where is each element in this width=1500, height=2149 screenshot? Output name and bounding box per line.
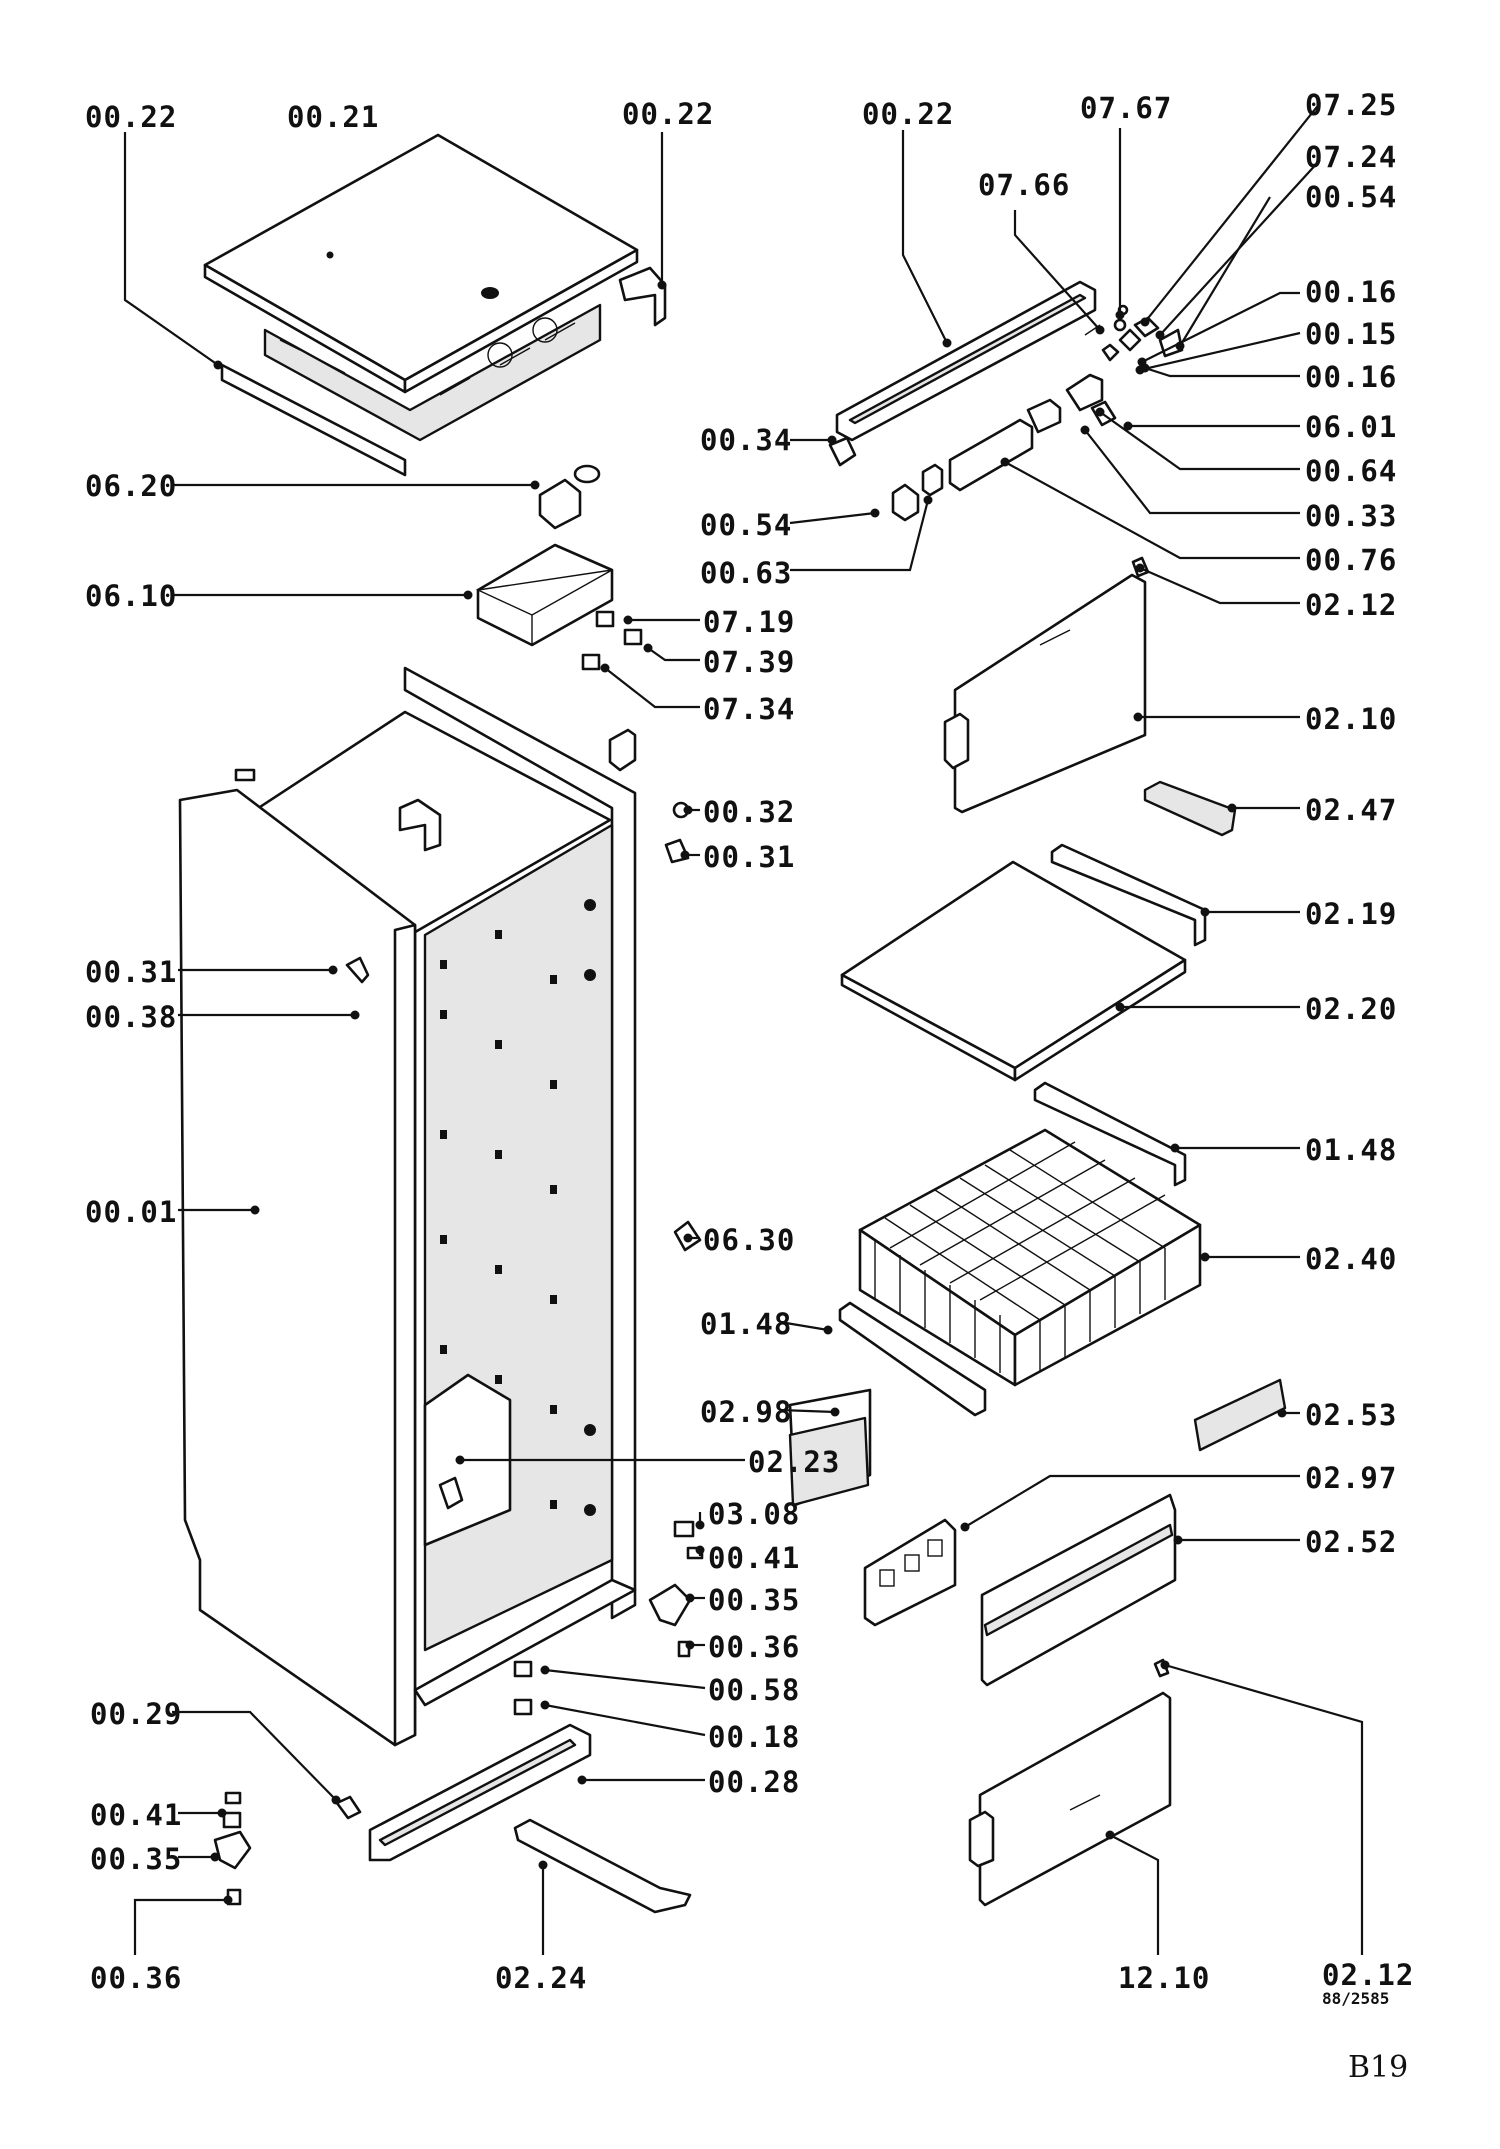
leader-lines xyxy=(123,102,1364,1955)
label-02-52: 02.52 xyxy=(1305,1525,1397,1559)
left-hinge-parts xyxy=(345,956,370,984)
flap-02-53 xyxy=(1193,1378,1287,1452)
label-07-66: 07.66 xyxy=(978,168,1070,202)
label-00-31-left: 00.31 xyxy=(85,955,177,989)
label-06-10: 06.10 xyxy=(85,579,177,613)
label-00-32: 00.32 xyxy=(703,795,795,829)
label-07-67: 07.67 xyxy=(1080,91,1172,125)
cover-side-rail-00-22-left xyxy=(220,363,407,477)
hinge-bottom-left-00-35 xyxy=(213,1791,252,1906)
label-02-47: 02.47 xyxy=(1305,793,1397,827)
label-00-28: 00.28 xyxy=(708,1765,800,1799)
label-06-20: 06.20 xyxy=(85,469,177,503)
control-panel-block xyxy=(263,303,602,442)
label-02-40: 02.40 xyxy=(1305,1242,1397,1276)
switch-parts-07 xyxy=(581,610,643,671)
top-cover-00-21 xyxy=(203,133,639,394)
callout-labels: 00.22 00.21 00.22 00.22 07.67 07.25 07.6… xyxy=(85,88,1414,2085)
label-00-22-left: 00.22 xyxy=(85,100,177,134)
shelf-rail-02-19 xyxy=(1050,843,1207,947)
label-00-54-top: 00.54 xyxy=(1305,180,1397,214)
label-00-15: 00.15 xyxy=(1305,317,1397,351)
label-00-58: 00.58 xyxy=(708,1673,800,1707)
label-00-22-mid: 00.22 xyxy=(622,97,714,131)
label-06-01: 06.01 xyxy=(1305,410,1397,444)
label-06-30: 06.30 xyxy=(703,1223,795,1257)
label-00-64: 00.64 xyxy=(1305,454,1397,488)
label-00-01: 00.01 xyxy=(85,1195,177,1229)
label-01-48-top: 01.48 xyxy=(1305,1133,1397,1167)
label-00-76: 00.76 xyxy=(1305,543,1397,577)
label-07-25: 07.25 xyxy=(1305,88,1397,122)
hinge-block-02-97 xyxy=(863,1518,957,1627)
label-07-19: 07.19 xyxy=(703,605,795,639)
label-02-24: 02.24 xyxy=(495,1961,587,1995)
wire-basket-02-40 xyxy=(858,1128,1202,1387)
label-02-23: 02.23 xyxy=(748,1445,840,1479)
basket-rail-01-48-bottom xyxy=(838,1301,987,1417)
label-00-21: 00.21 xyxy=(287,100,379,134)
control-strip-00-22 xyxy=(828,280,1097,467)
drawing-stamp: 88/2585 xyxy=(1322,1989,1389,2008)
label-02-19: 02.19 xyxy=(1305,897,1397,931)
label-01-48-bottom: 01.48 xyxy=(700,1307,792,1341)
label-00-31-right: 00.31 xyxy=(703,840,795,874)
label-00-18: 00.18 xyxy=(708,1720,800,1754)
basket-rail-01-48-top xyxy=(1033,1081,1187,1187)
label-00-34: 00.34 xyxy=(700,423,792,457)
label-02-97: 02.97 xyxy=(1305,1461,1397,1495)
label-00-36-left: 00.36 xyxy=(90,1961,182,1995)
hinge-bottom-mid-00-35 xyxy=(513,1520,704,1716)
cover-plate-02-98 xyxy=(788,1416,870,1507)
label-02-12-bottom: 02.12 xyxy=(1322,1958,1414,1992)
label-00-63: 00.63 xyxy=(700,556,792,590)
label-00-16-a: 00.16 xyxy=(1305,275,1397,309)
label-00-41-left: 00.41 xyxy=(90,1798,182,1832)
foot-00-29 xyxy=(335,1795,362,1820)
label-12-10: 12.10 xyxy=(1118,1961,1210,1995)
label-00-16-b: 00.16 xyxy=(1305,360,1397,394)
top-hinge-bracket xyxy=(234,728,637,852)
glass-shelf-02-20 xyxy=(840,860,1187,1082)
door-handle-02-47 xyxy=(1143,780,1237,837)
plinth-rail-00-28 xyxy=(368,1723,592,1862)
label-00-33: 00.33 xyxy=(1305,499,1397,533)
page-code: B19 xyxy=(1348,2050,1408,2085)
label-02-20: 02.20 xyxy=(1305,992,1397,1026)
label-00-29: 00.29 xyxy=(90,1697,182,1731)
lamp-socket-06-20 xyxy=(538,464,601,530)
label-00-41-right: 00.41 xyxy=(708,1541,800,1575)
label-07-24: 07.24 xyxy=(1305,140,1397,174)
label-07-39: 07.39 xyxy=(703,645,795,679)
label-02-10: 02.10 xyxy=(1305,702,1397,736)
label-00-22-right: 00.22 xyxy=(862,97,954,131)
label-00-54-mid: 00.54 xyxy=(700,508,792,542)
label-00-38: 00.38 xyxy=(85,1000,177,1034)
label-02-12-top: 02.12 xyxy=(1305,588,1397,622)
bottom-rail-02-24 xyxy=(513,1818,692,1914)
leader-dots xyxy=(210,280,1287,1905)
label-07-34: 07.34 xyxy=(703,692,795,726)
label-00-35-left: 00.35 xyxy=(90,1842,182,1876)
label-02-53: 02.53 xyxy=(1305,1398,1397,1432)
strip-components xyxy=(891,304,1184,522)
freezer-door-02-10 xyxy=(943,556,1150,814)
label-00-35-right: 00.35 xyxy=(708,1583,800,1617)
label-03-08: 03.08 xyxy=(708,1497,800,1531)
label-00-36-right: 00.36 xyxy=(708,1630,800,1664)
thermostat-housing-06-10 xyxy=(475,543,614,647)
cover-end-bracket-00-22-mid xyxy=(618,266,667,327)
label-02-98: 02.98 xyxy=(700,1395,792,1429)
drawer-front-02-52 xyxy=(980,1493,1177,1687)
lower-door-12-10 xyxy=(968,1658,1172,1907)
